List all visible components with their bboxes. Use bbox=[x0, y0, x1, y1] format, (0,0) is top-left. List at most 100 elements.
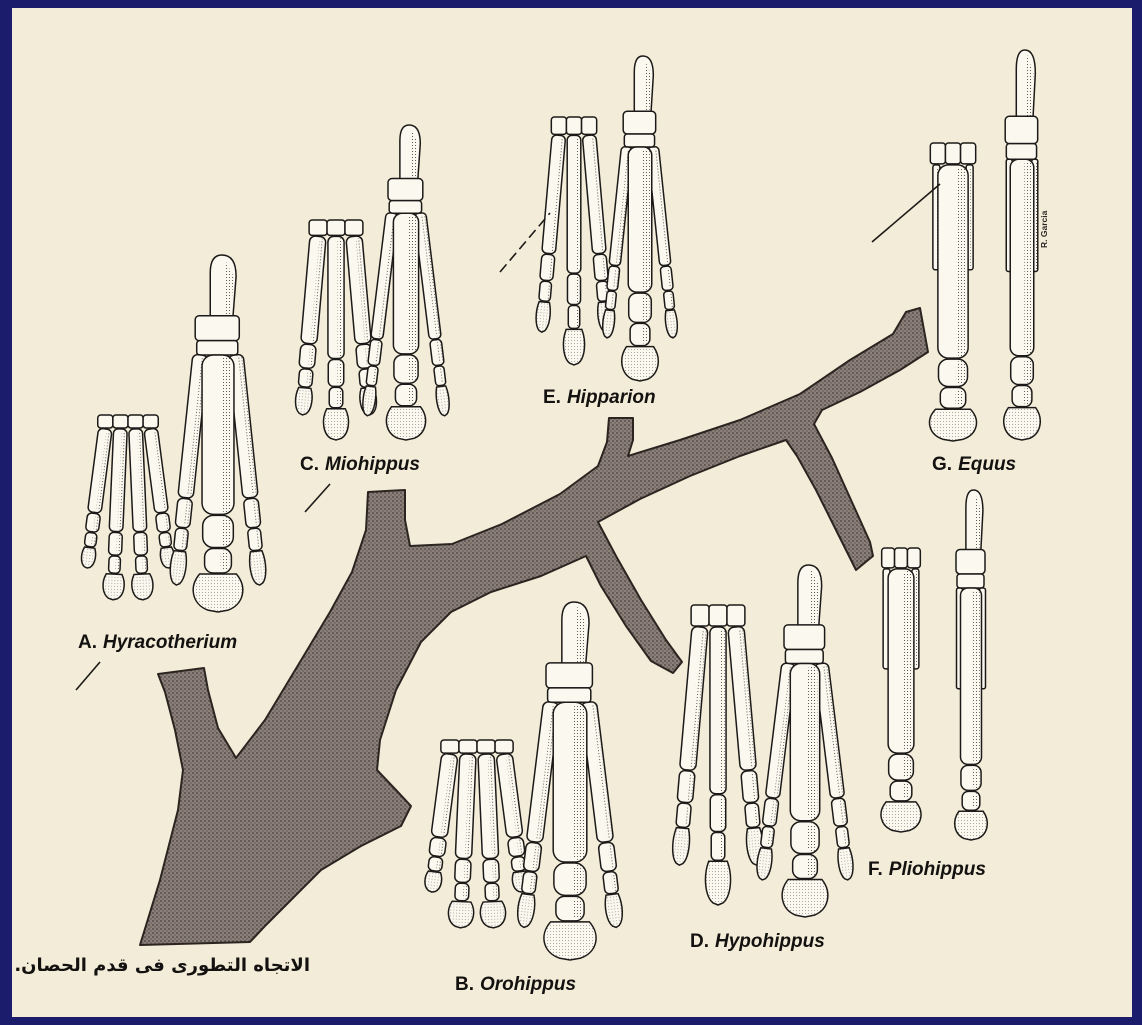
second-phalanx-bone bbox=[159, 532, 172, 547]
carpal-bone bbox=[477, 740, 495, 753]
tarsal-bones bbox=[546, 663, 592, 702]
first-phalanx-bone bbox=[741, 770, 759, 803]
bone-shading bbox=[720, 797, 725, 830]
side-toe bbox=[535, 135, 566, 333]
hoof-bone bbox=[448, 901, 474, 928]
bone-shading bbox=[573, 865, 583, 893]
label-orohippus: B.Orohippus bbox=[455, 974, 576, 995]
hoof-bone bbox=[705, 861, 730, 905]
bone-shading bbox=[142, 558, 146, 571]
label-letter: E. bbox=[543, 387, 561, 408]
label-species-name: Orohippus bbox=[480, 974, 576, 995]
first-phalanx-bone bbox=[85, 513, 100, 533]
tarsal-bone bbox=[784, 625, 825, 650]
second-phalanx-bone bbox=[366, 366, 378, 386]
tarsal-bones bbox=[956, 550, 985, 589]
equus-hindfoot-bones bbox=[1004, 50, 1041, 440]
bone-shading bbox=[463, 885, 468, 899]
hoof-bone bbox=[930, 409, 977, 441]
first-phalanx-bone bbox=[607, 266, 620, 291]
bone-shading bbox=[983, 590, 985, 687]
bone-shading bbox=[719, 834, 723, 858]
tarsal-bone bbox=[195, 316, 239, 341]
hoof-bone bbox=[782, 880, 828, 917]
hoof-bone bbox=[535, 301, 551, 332]
first-phalanx-bone bbox=[134, 532, 148, 555]
bone-shading bbox=[575, 137, 579, 271]
second-phalanx-bone bbox=[521, 871, 537, 894]
bone-shading bbox=[221, 517, 231, 545]
orohippus-forefoot-bones bbox=[424, 740, 531, 928]
second-phalanx-bone bbox=[676, 803, 692, 828]
second-phalanx-bone bbox=[568, 305, 579, 328]
hoof-bone bbox=[671, 827, 691, 865]
bone-outline bbox=[434, 366, 446, 386]
first-phalanx-bone bbox=[368, 339, 383, 366]
tarsal-bones bbox=[1005, 116, 1037, 159]
label-species-name: Hyracotherium bbox=[103, 632, 237, 653]
first-phalanx-bone bbox=[938, 359, 967, 386]
bone-shading bbox=[642, 295, 649, 320]
bone-shading bbox=[973, 767, 979, 788]
bone-shading bbox=[903, 756, 911, 778]
bone-shading bbox=[808, 666, 817, 819]
bone-shading bbox=[338, 238, 343, 356]
hoof-bone bbox=[480, 901, 506, 928]
bone-shading bbox=[1024, 359, 1031, 383]
tarsal-bone bbox=[1006, 144, 1036, 160]
bone-shading bbox=[807, 856, 815, 876]
second-phalanx-bone bbox=[205, 549, 232, 573]
carpal-bone bbox=[98, 415, 113, 428]
bone-shading bbox=[573, 704, 584, 860]
metapodial-bone bbox=[790, 664, 819, 821]
hoof-bone bbox=[386, 407, 425, 440]
carpal-bone bbox=[143, 415, 158, 428]
first-phalanx-bone bbox=[175, 498, 193, 528]
bone-shading bbox=[642, 149, 650, 290]
side-toe bbox=[424, 753, 459, 893]
first-phalanx-bone bbox=[677, 770, 695, 803]
metapodial-bone bbox=[202, 355, 234, 514]
label-letter: C. bbox=[300, 454, 319, 475]
metapodial-bone bbox=[888, 569, 914, 753]
metapodial-bone bbox=[680, 626, 709, 770]
second-phalanx-bone bbox=[940, 387, 965, 408]
bone-shading bbox=[337, 389, 341, 405]
carpal-bone bbox=[895, 548, 908, 568]
carpal-bone bbox=[945, 143, 960, 164]
hoof-bone bbox=[1004, 408, 1041, 440]
carpal-bone bbox=[907, 548, 920, 568]
bone-shading bbox=[956, 167, 966, 356]
species-hypohippus bbox=[671, 565, 855, 917]
bone-shading bbox=[956, 361, 965, 384]
second-phalanx-bone bbox=[428, 856, 443, 872]
tarsal-bone bbox=[388, 179, 423, 201]
second-phalanx-bone bbox=[455, 883, 469, 901]
bone-shading bbox=[1024, 388, 1030, 405]
first-phalanx-bone bbox=[243, 498, 261, 528]
first-phalanx-bone bbox=[429, 837, 447, 857]
first-phalanx-bone bbox=[394, 355, 418, 383]
second-phalanx-bone bbox=[835, 826, 849, 848]
hoof-bone bbox=[294, 387, 313, 415]
bone-shading bbox=[956, 389, 964, 406]
second-phalanx-bone bbox=[556, 896, 584, 920]
second-phalanx-bone bbox=[663, 291, 674, 310]
hoof-bone bbox=[955, 811, 988, 840]
bone-shading bbox=[575, 307, 579, 326]
second-phalanx-bone bbox=[962, 791, 980, 810]
first-phalanx-bone bbox=[831, 798, 848, 827]
second-phalanx-bone bbox=[84, 532, 97, 547]
label-hypohippus: D.Hypohippus bbox=[690, 931, 825, 952]
label-species-name: Pliohippus bbox=[889, 859, 986, 880]
first-phalanx-bone bbox=[629, 293, 652, 322]
first-phalanx-bone bbox=[762, 798, 779, 827]
hypohippus-forefoot-bones bbox=[671, 605, 765, 905]
carpal-bone bbox=[345, 220, 363, 235]
species-pliohippus bbox=[881, 490, 987, 840]
pliohippus-hindfoot-bones bbox=[955, 490, 988, 840]
bone-shading bbox=[493, 885, 498, 899]
central-toe bbox=[323, 236, 348, 440]
second-phalanx-bone bbox=[711, 832, 725, 860]
